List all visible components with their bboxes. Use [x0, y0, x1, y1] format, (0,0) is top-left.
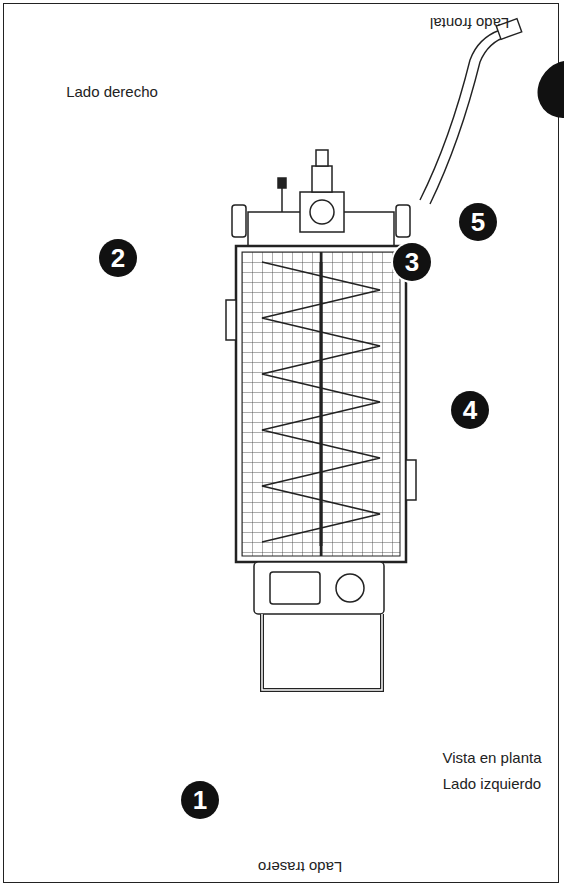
- side-label: Lado trasero: [258, 858, 342, 875]
- view-label: Vista en planta: [443, 750, 542, 767]
- concrete-mixer: [226, 150, 416, 690]
- callout-number: 2: [99, 239, 137, 277]
- hose: [420, 19, 522, 204]
- worker-3: [341, 0, 564, 161]
- callout-number: 4: [451, 391, 489, 429]
- callout-number: 3: [393, 243, 431, 281]
- callout-number: 1: [181, 781, 219, 819]
- side-label: Lado derecho: [66, 84, 158, 101]
- callout-number: 5: [459, 203, 497, 241]
- side-label: Lado izquierdo: [443, 776, 541, 793]
- side-label: Lado frontal: [430, 14, 509, 31]
